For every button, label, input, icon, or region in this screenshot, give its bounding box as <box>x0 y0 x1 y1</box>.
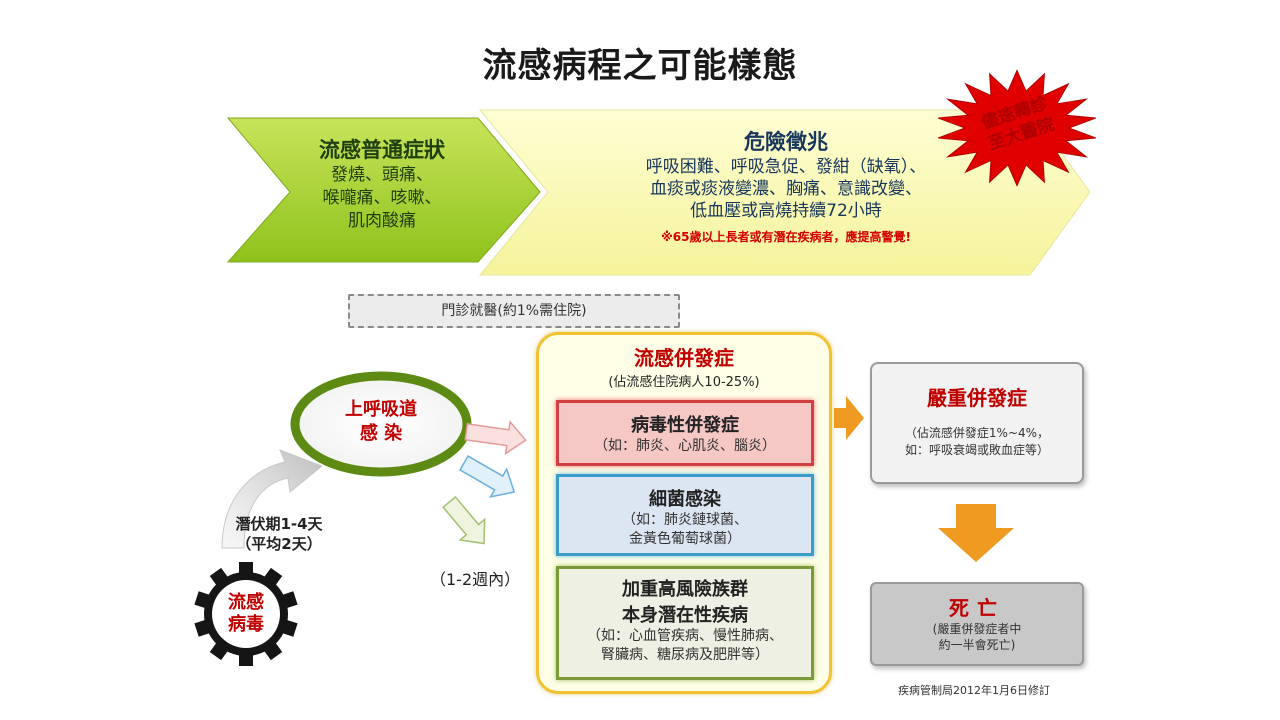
arrow-to-highrisk <box>442 495 486 545</box>
danger-signs-line: 低血壓或高燒持續72小時 <box>690 201 882 221</box>
page-title: 流感病程之可能樣態 <box>482 46 798 86</box>
gear-tooth <box>209 639 231 661</box>
gear-tooth <box>239 562 253 578</box>
gear-tooth <box>194 591 214 610</box>
bacterial-infection-box: 細菌感染 （如：肺炎鏈球菌、 金黃色葡萄球菌） <box>556 474 814 556</box>
gear-tooth <box>239 650 253 666</box>
incubation-label-line: 潛伏期1-4天 <box>235 515 323 533</box>
common-symptoms-line: 發燒、頭痛、 <box>331 165 433 185</box>
complications-title: 流感併發症 <box>634 346 734 370</box>
high-risk-title: 本身潛在性疾病 <box>622 605 748 626</box>
complications-header: 流感併發症 (佔流感住院病人10-25%) <box>536 342 832 390</box>
virus-gear-shape <box>194 562 298 666</box>
severe-complications-line: 如：呼吸衰竭或敗血症等） <box>904 443 1049 457</box>
incubation-label: 潛伏期1-4天 （平均2天） <box>214 514 344 554</box>
danger-signs-line: 血痰或痰液變濃、胸痛、意識改變、 <box>650 179 922 199</box>
bacterial-infection-title: 細菌感染 <box>649 489 721 510</box>
common-symptoms-line: 肌肉酸痛 <box>348 211 416 231</box>
gear-tooth <box>278 618 298 637</box>
viral-complications-box: 病毒性併發症 （如：肺炎、心肌炎、腦炎） <box>556 400 814 466</box>
common-symptoms: 流感普通症狀 發燒、頭痛、 喉嚨痛、咳嗽、 肌肉酸痛 <box>272 134 492 233</box>
gear-tooth <box>209 567 231 589</box>
urgent-starburst-shape <box>938 69 1096 187</box>
high-risk-box: 加重高風險族群 本身潛在性疾病 （如：心血管疾病、慢性肺病、 腎臟病、糖尿病及肥… <box>556 566 814 680</box>
viral-complications-line: （如：肺炎、心肌炎、腦炎） <box>594 438 776 454</box>
outpatient-box: 門診就醫(約1%需住院) <box>348 294 680 328</box>
common-symptoms-title: 流感普通症狀 <box>319 138 445 162</box>
virus-label-line: 流感 <box>228 592 264 613</box>
gear-tooth <box>278 591 298 610</box>
urt-label: 上呼吸道 感 染 <box>311 398 451 446</box>
urt-label-line: 感 染 <box>359 423 403 444</box>
gear-tooth <box>261 567 283 589</box>
arrow-to-viral <box>464 420 527 456</box>
severe-complications-box: 嚴重併發症 （佔流感併發症1%~4%， 如：呼吸衰竭或敗血症等） <box>870 362 1084 484</box>
danger-signs-title: 危險徵兆 <box>744 130 828 154</box>
high-risk-title: 加重高風險族群 <box>622 579 748 600</box>
death-line: (嚴重併發症者中 <box>932 622 1022 636</box>
death-title: 死亡 <box>949 596 1005 620</box>
danger-signs-line: 呼吸困難、呼吸急促、發紺（缺氧）、 <box>645 157 927 177</box>
incubation-label-line: （平均2天） <box>236 535 322 553</box>
severe-complications-line: （佔流感併發症1%~4%， <box>904 426 1050 440</box>
bacterial-infection-line: （如：肺炎鏈球菌、 <box>622 512 748 528</box>
common-chevron-shape <box>226 117 541 263</box>
arrow-to-severe <box>834 396 864 440</box>
virus-label-line: 病毒 <box>228 614 264 635</box>
death-line: 約一半會死亡) <box>938 638 1016 652</box>
urt-label-line: 上呼吸道 <box>345 399 417 420</box>
virus-label: 流感 病毒 <box>206 592 286 636</box>
severe-complications-title: 嚴重併發症 <box>927 386 1027 410</box>
urgent-referral: 儘速轉診 至大醫院 <box>962 94 1074 155</box>
complications-subtitle: (佔流感住院病人10-25%) <box>608 375 760 390</box>
death-box: 死亡 (嚴重併發症者中 約一半會死亡) <box>870 582 1084 666</box>
gear-tooth <box>194 618 214 637</box>
weeks-label: （1-2週內） <box>430 570 521 589</box>
arrow-to-bacterial <box>458 455 516 498</box>
common-symptoms-line: 喉嚨痛、咳嗽、 <box>322 188 442 208</box>
high-risk-line: 腎臟病、糖尿病及肥胖等） <box>601 647 769 663</box>
incubation-arrow-shape <box>221 449 323 549</box>
revision-footer: 疾病管制局2012年1月6日修訂 <box>898 684 1050 697</box>
viral-complications-title: 病毒性併發症 <box>631 415 739 436</box>
high-risk-line: （如：心血管疾病、慢性肺病、 <box>587 628 783 644</box>
bacterial-infection-line: 金黃色葡萄球菌） <box>629 531 741 547</box>
danger-signs-note: ※65歲以上長者或有潛在疾病者，應提高警覺! <box>661 230 911 244</box>
danger-signs: 危險徵兆 呼吸困難、呼吸急促、發紺（缺氧）、 血痰或痰液變濃、胸痛、意識改變、 … <box>546 126 1026 245</box>
gear-tooth <box>261 639 283 661</box>
arrow-to-death <box>938 504 1014 562</box>
